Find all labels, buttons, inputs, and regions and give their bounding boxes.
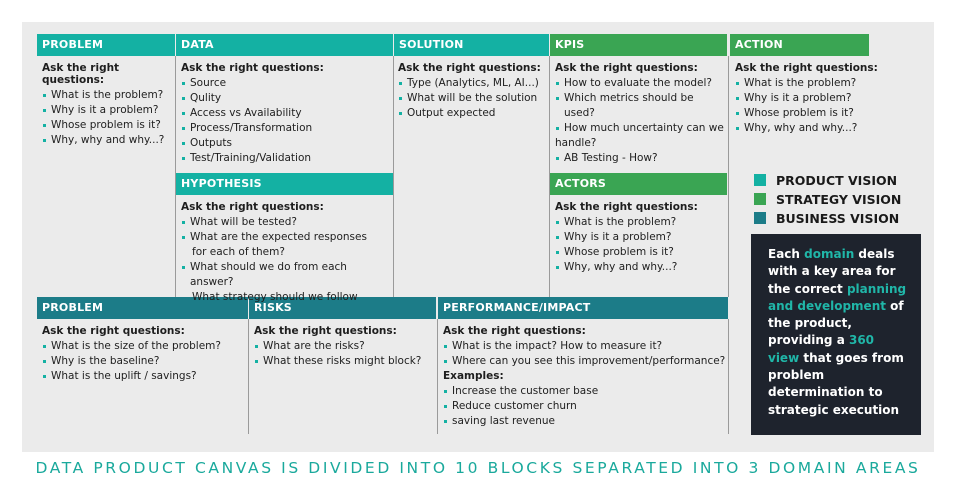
- list-item: What will be the solution: [398, 91, 548, 106]
- list-item: Test/Training/Validation: [181, 151, 391, 166]
- problem-bottom-header: PROBLEM: [37, 297, 248, 319]
- performance-body: Ask the right questions: What is the imp…: [443, 325, 728, 429]
- info-text: deals with a key area for the correct: [768, 247, 896, 296]
- list-item: What are the expected responses: [181, 230, 391, 245]
- legend-swatch: [754, 174, 766, 186]
- list-item: What is the problem?: [42, 88, 174, 103]
- list-item: Whose problem is it?: [555, 245, 727, 260]
- risks-body: Ask the right questions: What are the ri…: [254, 325, 436, 369]
- data-body: Ask the right questions: Source Qulity A…: [181, 62, 391, 166]
- legend-label: BUSINESS VISION: [776, 211, 900, 226]
- divider-line: [175, 56, 176, 297]
- legend-swatch: [754, 212, 766, 224]
- list-item: How to evaluate the model?: [555, 76, 727, 91]
- list-item: What is the problem?: [735, 76, 915, 91]
- ask-label: Ask the right questions:: [398, 62, 541, 74]
- divider-line: [393, 56, 394, 297]
- list-item: What these risks might block?: [254, 354, 436, 369]
- ask-label: Ask the right questions:: [254, 325, 397, 337]
- list-item: AB Testing - How?: [555, 151, 727, 166]
- hypothesis-header: HYPOTHESIS: [176, 173, 393, 195]
- divider-line: [728, 56, 729, 297]
- actors-header: ACTORS: [550, 173, 727, 195]
- list-item: Output expected: [398, 106, 548, 121]
- list-item: Why is it a problem?: [735, 91, 915, 106]
- list-item: Why, why and why...?: [735, 121, 915, 136]
- list-item: What should we do from each answer?: [181, 260, 391, 290]
- problem-top-header: PROBLEM: [37, 34, 175, 56]
- examples-label: Examples:: [443, 370, 504, 382]
- list-item: Why is it a problem?: [42, 103, 174, 118]
- info-text: of the product, providing a: [768, 298, 904, 348]
- list-item: Access vs Availability: [181, 106, 391, 121]
- list-item: What is the size of the problem?: [42, 339, 247, 354]
- ask-label: Ask the right questions:: [42, 325, 185, 337]
- list-item: handle?: [555, 137, 597, 149]
- list-item: What is the impact? How to measure it?: [443, 339, 728, 354]
- footer-caption: DATA PRODUCT CANVAS IS DIVIDED INTO 10 B…: [35, 459, 921, 477]
- list-item: Outputs: [181, 136, 391, 151]
- legend-item-strategy: STRATEGY VISION: [754, 192, 901, 207]
- list-item: Where can you see this improvement/perfo…: [443, 354, 728, 369]
- ask-label: Ask the right questions:: [42, 62, 120, 86]
- legend-item-product: PRODUCT VISION: [754, 173, 897, 188]
- legend-label: PRODUCT VISION: [776, 173, 898, 188]
- list-item: Which metrics should be used?: [555, 91, 727, 121]
- list-item: Why, why and why...?: [42, 133, 174, 148]
- list-item: Type (Analytics, ML, AI...): [398, 76, 548, 91]
- info-text: Each: [768, 247, 805, 261]
- ask-label: Ask the right questions:: [735, 62, 878, 74]
- list-item: What is the problem?: [555, 215, 727, 230]
- list-item: Qulity: [181, 91, 391, 106]
- action-body: Ask the right questions: What is the pro…: [735, 62, 915, 136]
- risks-header: RISKS: [249, 297, 436, 319]
- legend-item-business: BUSINESS VISION: [754, 211, 899, 226]
- list-item: How much uncertainty can we: [555, 121, 727, 136]
- info-text: that goes from problem determination to …: [768, 350, 904, 417]
- performance-header: PERFORMANCE/IMPACT: [438, 297, 728, 319]
- divider-line: [437, 319, 438, 434]
- list-item: Reduce customer churn: [443, 399, 728, 414]
- info-highlight: 360 view: [768, 333, 875, 365]
- list-item: What strategy should we follow: [192, 291, 358, 303]
- legend-swatch: [754, 193, 766, 205]
- list-item: Source: [181, 76, 391, 91]
- info-highlight: domain: [804, 247, 855, 261]
- action-header: ACTION: [730, 34, 869, 56]
- list-item: Why, why and why...?: [555, 260, 727, 275]
- divider-line: [549, 56, 550, 297]
- kpis-body: Ask the right questions: How to evaluate…: [555, 62, 727, 166]
- solution-header: SOLUTION: [394, 34, 549, 56]
- list-item: Why is it a problem?: [555, 230, 727, 245]
- ask-label: Ask the right questions:: [181, 62, 324, 74]
- list-item: What will be tested?: [181, 215, 391, 230]
- list-item: What is the uplift / savings?: [42, 369, 247, 384]
- actors-body: Ask the right questions: What is the pro…: [555, 201, 727, 275]
- kpis-header: KPIS: [550, 34, 727, 56]
- list-item: for each of them?: [192, 246, 285, 258]
- list-item: What are the risks?: [254, 339, 436, 354]
- hypothesis-body: Ask the right questions: What will be te…: [181, 201, 391, 305]
- solution-body: Ask the right questions: Type (Analytics…: [398, 62, 548, 121]
- list-item: Whose problem is it?: [42, 118, 174, 133]
- list-item: Why is the baseline?: [42, 354, 247, 369]
- info-highlight: planning and development: [768, 281, 907, 313]
- list-item: Increase the customer base: [443, 384, 728, 399]
- legend-label: STRATEGY VISION: [776, 192, 902, 207]
- list-item: Whose problem is it?: [735, 106, 915, 121]
- data-header: DATA: [176, 34, 393, 56]
- ask-label: Ask the right questions:: [181, 201, 324, 213]
- divider-line: [728, 319, 729, 434]
- ask-label: Ask the right questions:: [443, 325, 586, 337]
- problem-bottom-body: Ask the right questions: What is the siz…: [42, 325, 247, 384]
- list-item: saving last revenue: [443, 414, 728, 429]
- list-item: Process/Transformation: [181, 121, 391, 136]
- divider-line: [248, 319, 249, 434]
- ask-label: Ask the right questions:: [555, 62, 698, 74]
- info-box: Each domain deals with a key area for th…: [751, 234, 921, 435]
- problem-top-body: Ask the right questions: What is the pro…: [42, 62, 174, 148]
- ask-label: Ask the right questions:: [555, 201, 698, 213]
